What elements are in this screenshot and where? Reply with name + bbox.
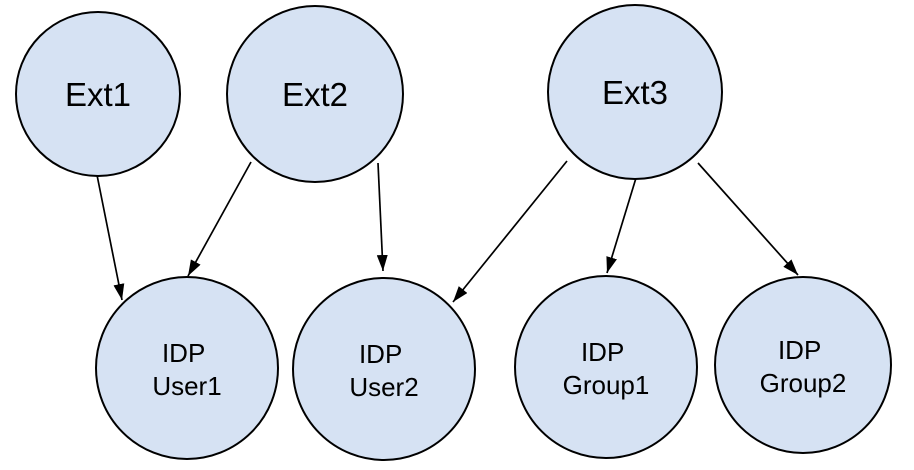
node-idp-user2-label-line1: IDP: [359, 339, 402, 369]
node-ext2-label: Ext2: [282, 76, 348, 113]
edge-ext3-to-idp-group2: [697, 162, 799, 276]
edge-ext3-to-idp-group1: [606, 177, 637, 274]
node-ext1-circle: [15, 11, 181, 177]
node-ext2-circle: [226, 5, 404, 183]
node-ext3-circle: [547, 4, 723, 180]
node-idp-user2-circle: [292, 277, 476, 461]
node-idp-group2-label: IDP Group2: [760, 335, 847, 398]
node-idp-user2: IDP User2: [292, 277, 476, 461]
node-idp-group2-label-line1: IDP: [778, 335, 821, 365]
node-idp-user1-label: IDP User1: [152, 338, 221, 401]
node-layer: Ext1 Ext2 Ext3 IDP User1 IDP: [15, 4, 892, 461]
node-idp-user1-circle: [95, 276, 279, 460]
node-idp-group2-circle: [714, 276, 892, 454]
edge-ext1-to-idp-user1: [96, 174, 125, 301]
node-ext1: Ext1: [15, 11, 181, 177]
node-idp-group1-label-line2: Group1: [563, 370, 650, 400]
node-idp-group1-label: IDP Group1: [563, 337, 650, 400]
node-idp-group2-label-line2: Group2: [760, 368, 847, 398]
node-idp-group1: IDP Group1: [514, 275, 698, 459]
node-idp-user2-label-line2: User2: [349, 372, 418, 402]
edge-layer: [96, 160, 799, 303]
node-idp-user1-label-line1: IDP: [162, 338, 205, 368]
edge-ext2-to-idp-user1: [187, 161, 252, 277]
node-ext3-label: Ext3: [602, 74, 668, 111]
node-idp-group1-label-line1: IDP: [581, 337, 624, 367]
node-ext2: Ext2: [226, 5, 404, 183]
node-idp-group2: IDP Group2: [714, 276, 892, 454]
edge-ext3-to-idp-user2: [452, 160, 568, 303]
edge-ext2-to-idp-user2: [376, 162, 388, 272]
node-ext1-label: Ext1: [65, 76, 131, 113]
node-idp-group1-circle: [514, 275, 698, 459]
node-idp-user2-label: IDP User2: [349, 339, 418, 402]
node-idp-user1: IDP User1: [95, 276, 279, 460]
node-idp-user1-label-line2: User1: [152, 371, 221, 401]
node-ext3: Ext3: [547, 4, 723, 180]
